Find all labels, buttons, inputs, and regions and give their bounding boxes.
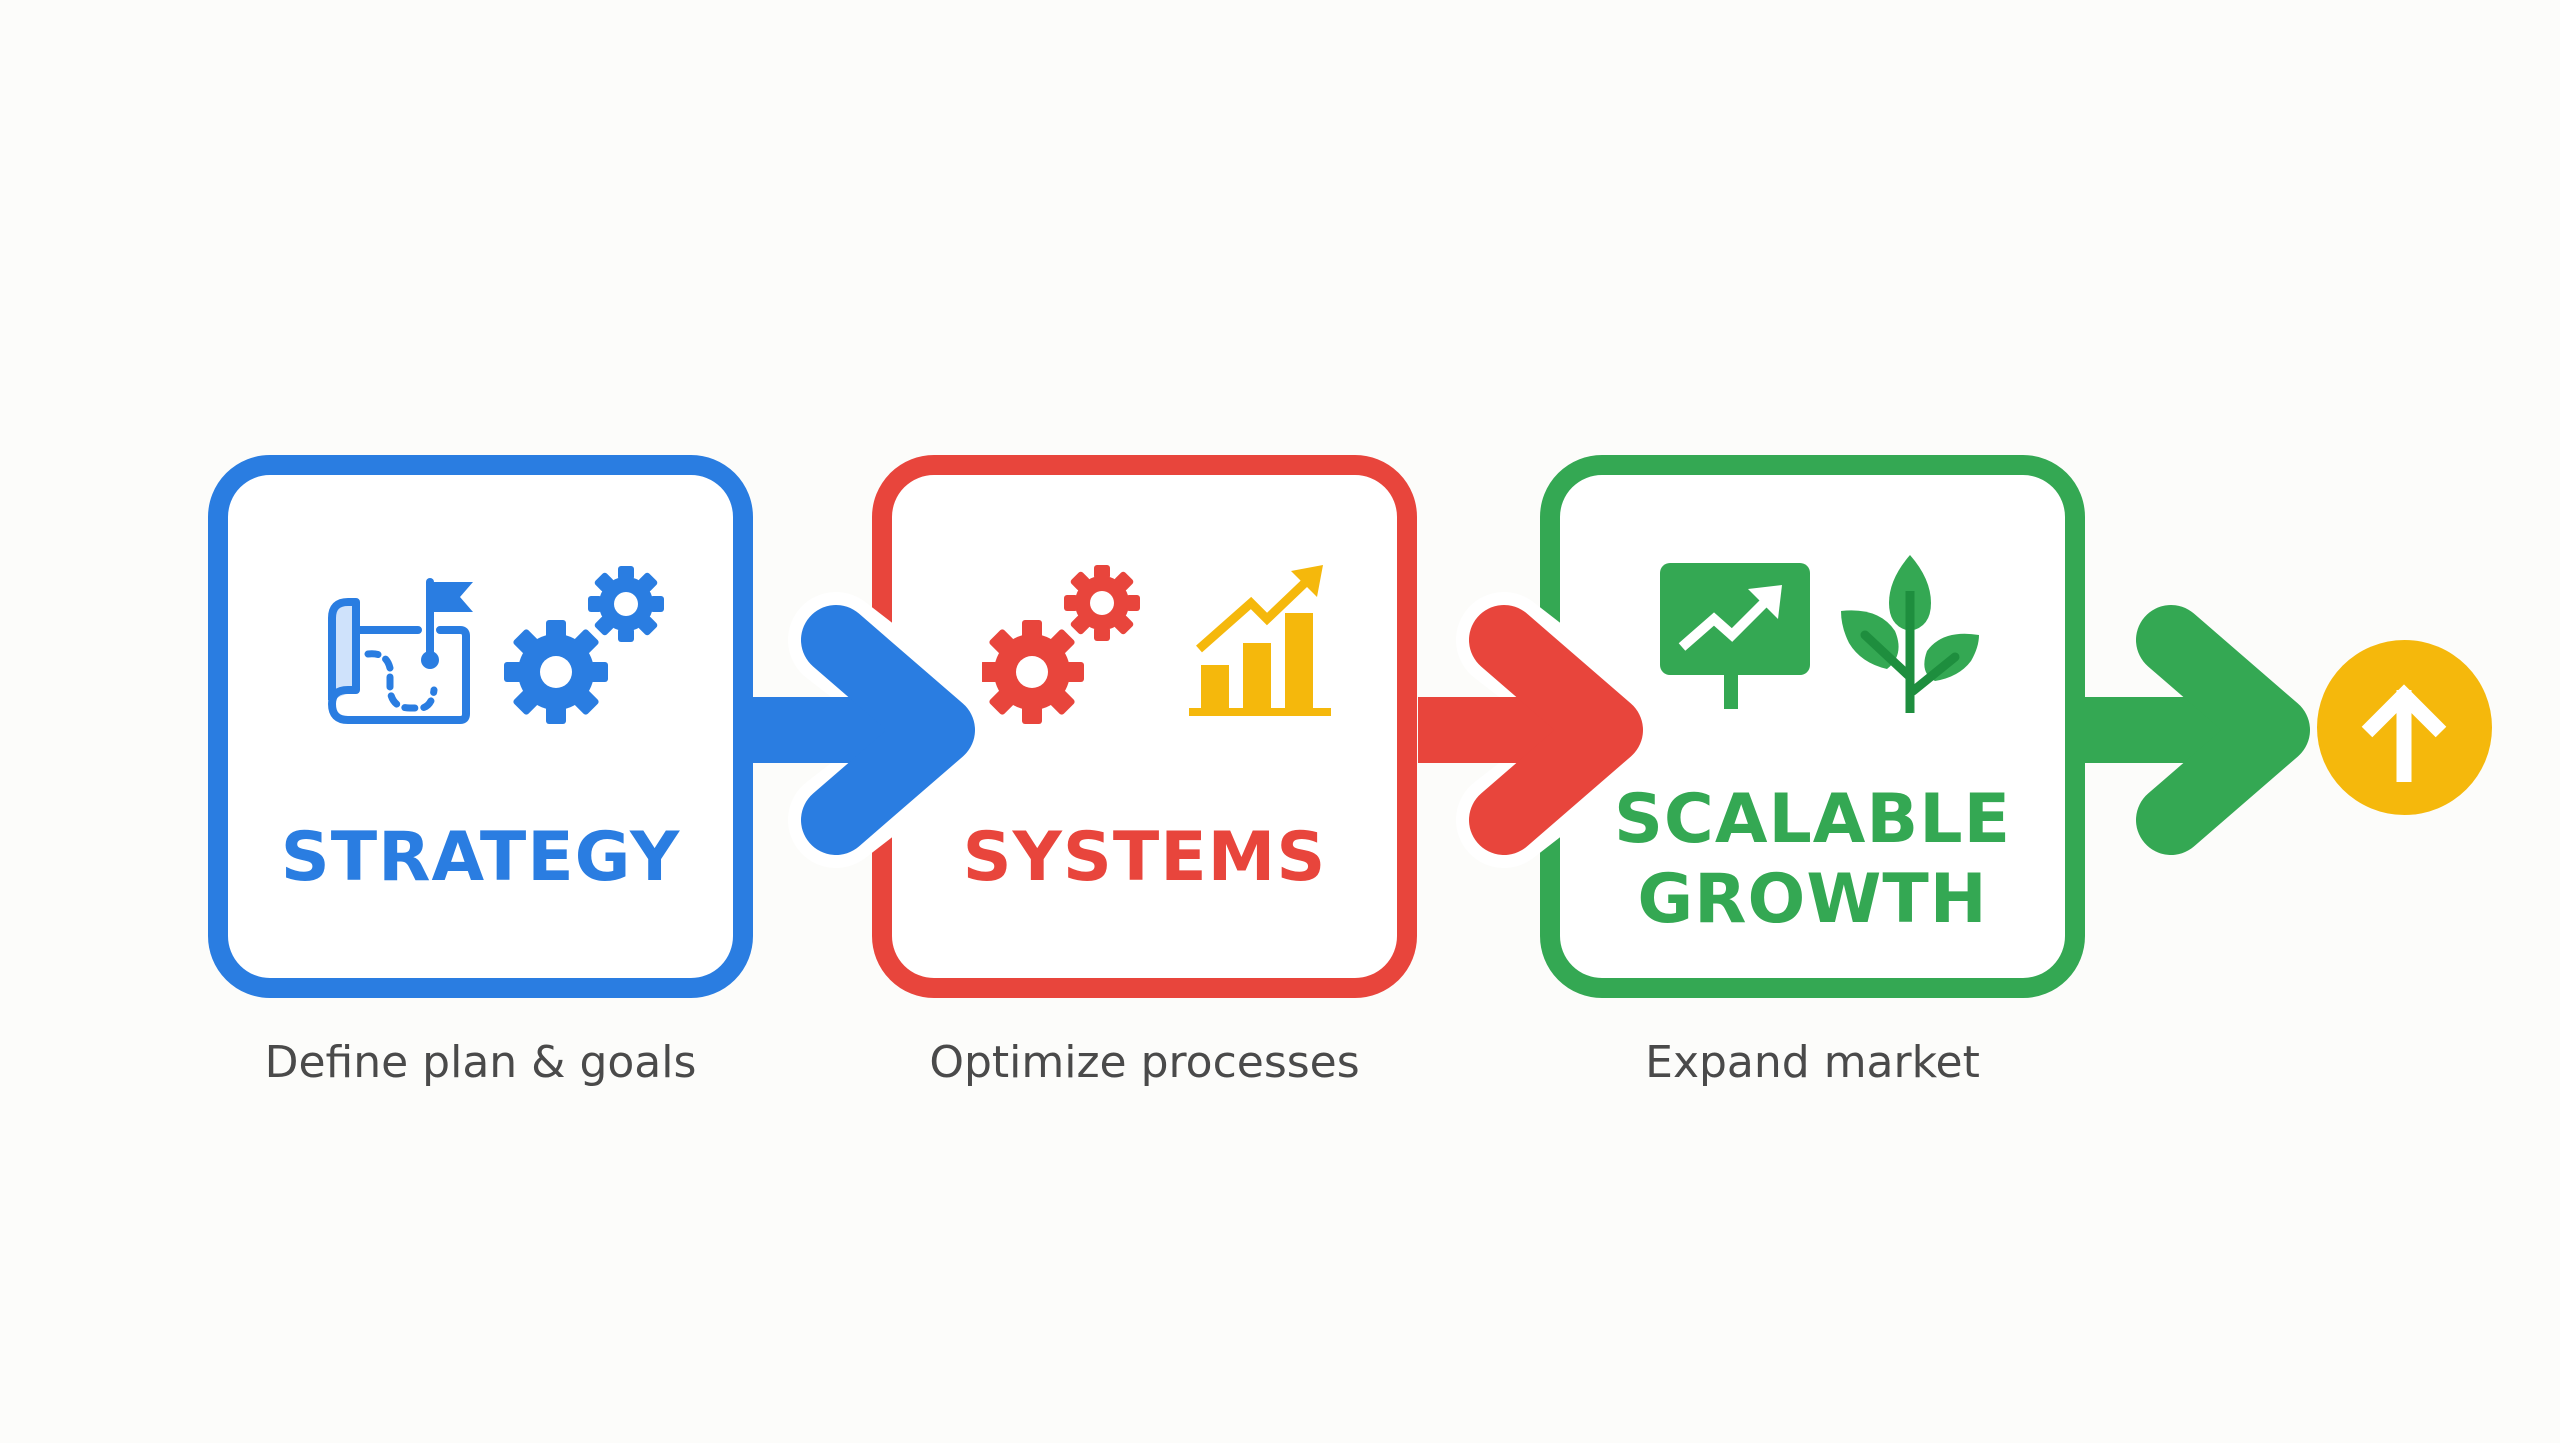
stage-strategy-box: STRATEGY [208, 455, 753, 998]
stage-systems-caption: Optimize processes [929, 1037, 1360, 1088]
map-with-flag-icon [328, 578, 473, 724]
goal-badge [2317, 640, 2492, 815]
connector-arrow-growth-to-goal [2080, 605, 2310, 855]
stage-systems-title: SYSTEMS [962, 818, 1327, 897]
sprout-icon [1841, 555, 1979, 713]
bar-chart-trend-icon [1189, 565, 1331, 716]
gears-icon [504, 566, 664, 724]
growth-sign-icon [1660, 563, 1810, 709]
stage-strategy-caption: Define plan & goals [264, 1037, 697, 1088]
gears-icon [982, 565, 1140, 724]
stage-growth-title: SCALABLE GROWTH [1613, 780, 2012, 939]
stage-strategy-title: STRATEGY [280, 818, 681, 897]
connector-arrow-systems-to-growth [1418, 592, 1648, 868]
stage-growth-caption: Expand market [1645, 1037, 1980, 1088]
connector-arrow-strategy-to-systems [750, 592, 980, 868]
arrow-up-icon [2361, 684, 2447, 782]
